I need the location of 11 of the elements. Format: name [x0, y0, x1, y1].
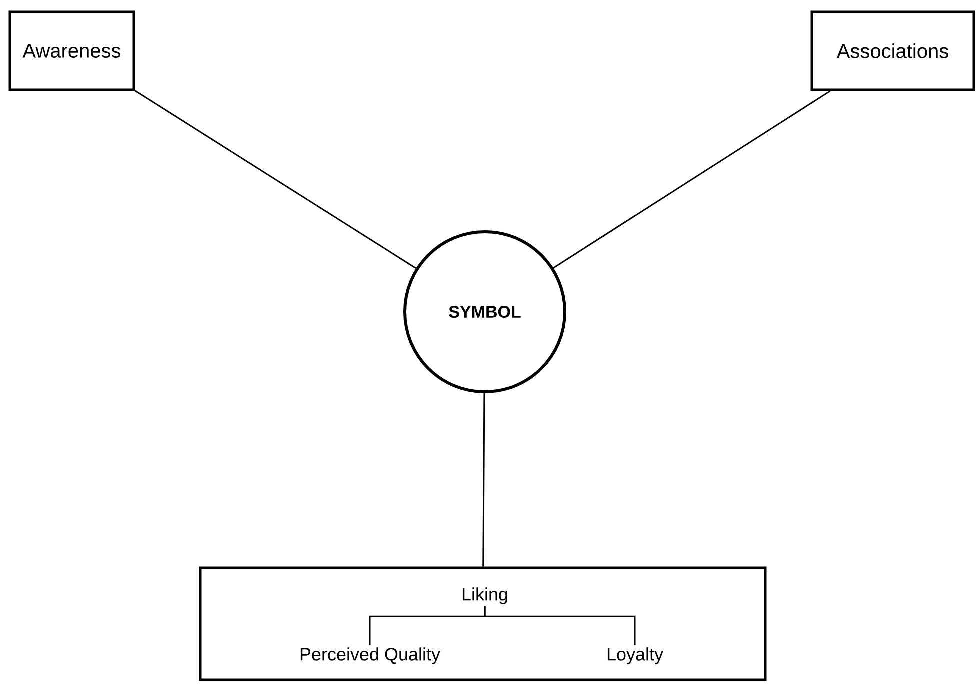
label-text: Perceived Quality: [300, 648, 440, 664]
connector-line: [134, 90, 417, 270]
connector-line: [553, 90, 831, 269]
label-text: Loyalty: [608, 648, 664, 664]
box: Associations: [810, 10, 976, 92]
label-text: Liking: [462, 588, 508, 604]
circle-node: SYMBOL: [404, 230, 566, 394]
group-box: [199, 566, 767, 682]
box: Awareness: [8, 10, 136, 92]
connector-line: [482, 394, 486, 567]
connector-line: [484, 606, 636, 646]
